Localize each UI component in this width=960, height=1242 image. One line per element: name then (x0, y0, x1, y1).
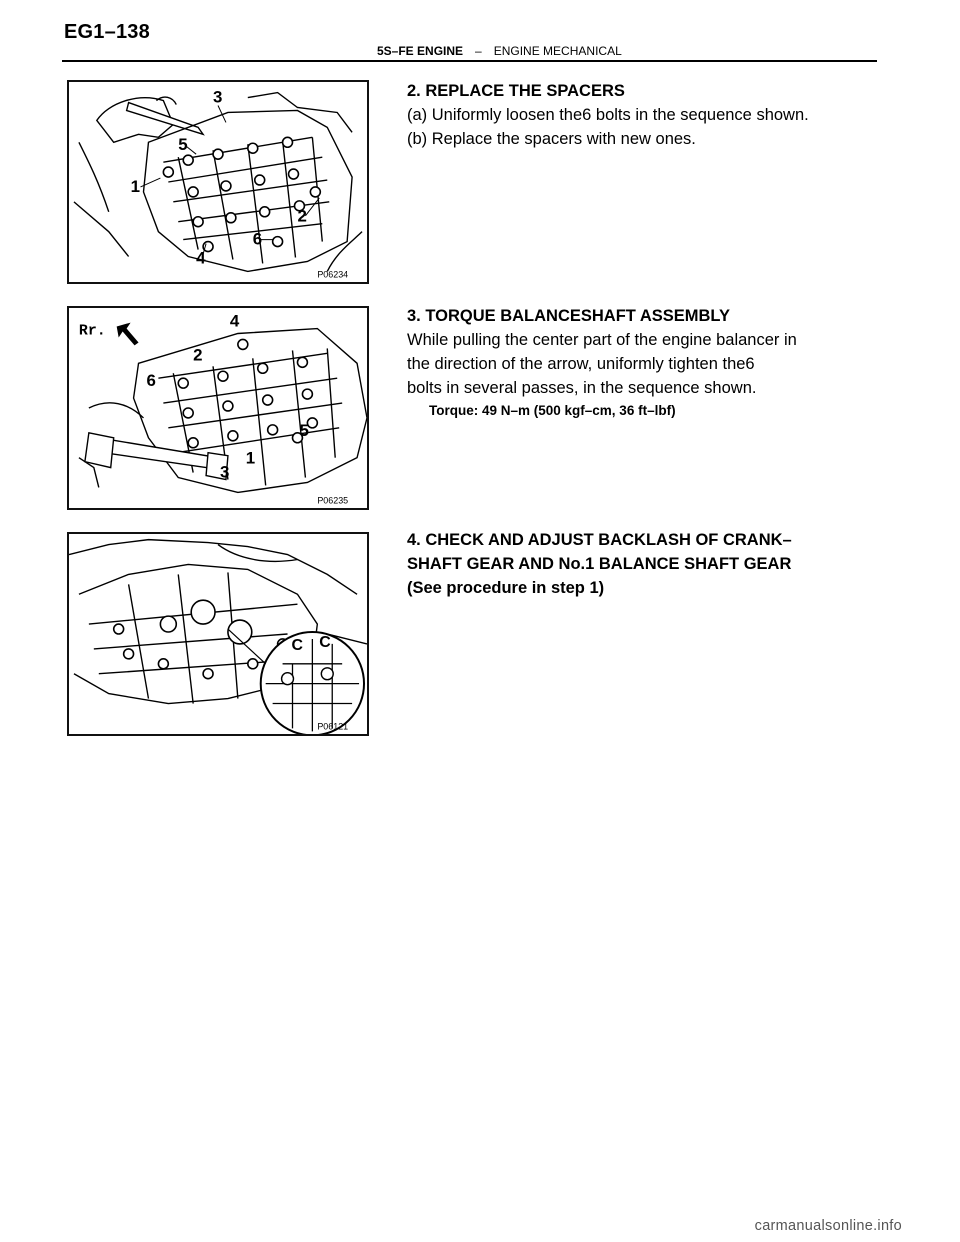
step-line: bolts in several passes, in the sequence… (407, 379, 757, 397)
section-name: ENGINE MECHANICAL (493, 44, 622, 58)
seq-label: 5 (299, 421, 308, 440)
seq-label: 1 (131, 177, 140, 196)
seq-label: 1 (246, 449, 255, 468)
seq-label: 3 (213, 88, 222, 107)
step-title-line: SHAFT GEAR AND No.1 BALANCE SHAFT GEAR (407, 555, 792, 573)
seq-label: 4 (196, 248, 206, 267)
figure-code: P06121 (317, 721, 348, 731)
seq-label: 6 (146, 371, 155, 390)
section-header: 5S–FE ENGINE–ENGINE MECHANICAL (377, 44, 622, 58)
seq-label: 6 (253, 230, 262, 249)
step-line: the direction of the arrow, uniformly ti… (407, 355, 755, 373)
step-4: 4. CHECK AND ADJUST BACKLASH OF CRANK– S… (407, 528, 867, 600)
figure-torque-balanceshaft: Rr. 1 2 3 4 5 6 P06235 (67, 306, 369, 510)
illustration-backlash: C C P06121 (69, 538, 367, 734)
mark-label: C (319, 634, 331, 651)
torque-spec: Torque: 49 N–m (500 kgf–cm, 36 ft–lbf) (429, 403, 676, 418)
figure-backlash-check: C C P06121 (67, 532, 369, 736)
step-line: (a) Uniformly loosen the6 bolts in the s… (407, 106, 809, 124)
illustration-torque: Rr. 1 2 3 4 5 6 P06235 (78, 312, 367, 505)
mark-label: C (292, 637, 304, 654)
step-title-line: (See procedure in step 1) (407, 579, 605, 597)
header-separator: – (475, 44, 482, 58)
illustration-spacers: 1 2 3 4 5 6 P06234 (73, 88, 363, 279)
step-2: 2. REPLACE THE SPACERS (a) Uniformly loo… (407, 79, 867, 151)
step-3: 3. TORQUE BALANCESHAFT ASSEMBLY While pu… (407, 304, 867, 422)
figure-replace-spacers: 1 2 3 4 5 6 P06234 (67, 80, 369, 284)
seq-label: 2 (193, 345, 202, 364)
step-title: 2. REPLACE THE SPACERS (407, 82, 625, 100)
watermark: carmanualsonline.info (754, 1218, 902, 1234)
seq-label: 2 (297, 207, 306, 226)
seq-label: 3 (220, 463, 229, 482)
figure-code: P06235 (317, 495, 348, 505)
step-title: 3. TORQUE BALANCESHAFT ASSEMBLY (407, 307, 731, 325)
seq-label: 4 (230, 312, 240, 331)
step-line: While pulling the center part of the eng… (407, 331, 797, 349)
step-line: (b) Replace the spacers with new ones. (407, 130, 696, 148)
step-title-line: 4. CHECK AND ADJUST BACKLASH OF CRANK– (407, 531, 792, 549)
direction-label: Rr. (79, 323, 106, 339)
header-rule (62, 60, 877, 62)
seq-label: 5 (178, 135, 187, 154)
engine-name: 5S–FE ENGINE (377, 44, 464, 58)
page-number: EG1–138 (64, 21, 150, 43)
figure-code: P06234 (317, 269, 348, 279)
